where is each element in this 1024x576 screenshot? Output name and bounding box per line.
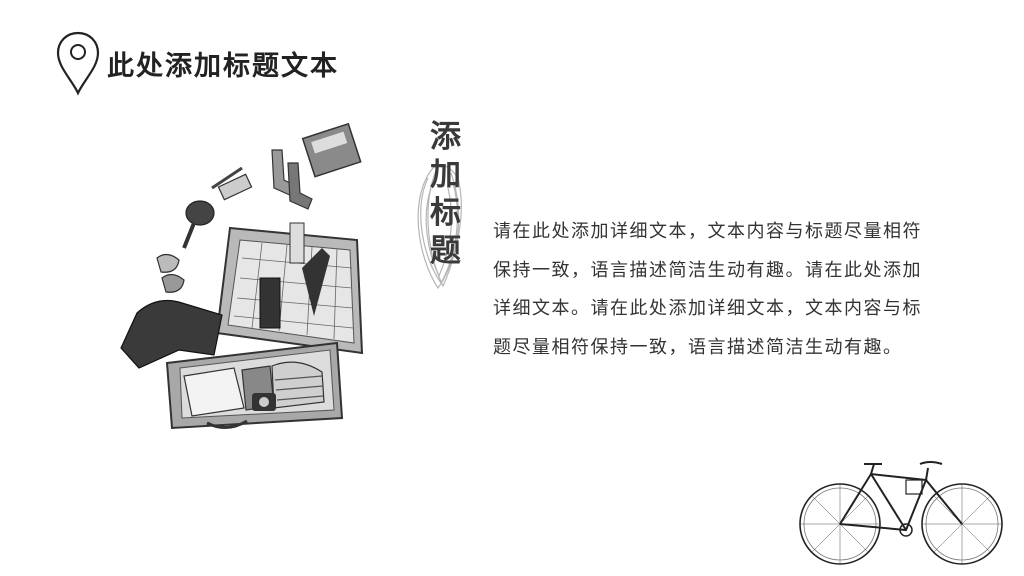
page-title: 此处添加标题文本 — [107, 50, 339, 82]
side-title-char: 加 — [430, 157, 461, 193]
suitcase-illustration — [112, 118, 382, 448]
side-title-char: 添 — [430, 119, 461, 155]
scribble-decoration — [417, 164, 462, 290]
side-title-char: 标 — [430, 195, 461, 231]
body-paragraph: 请在此处添加详细文本，文本内容与标题尽量相符保持一致，语言描述简洁生动有趣。请在… — [493, 221, 922, 358]
side-title: 添 加 标 题 — [417, 118, 473, 308]
header: 此处添加标题文本 — [55, 28, 339, 98]
side-title-char: 题 — [430, 233, 461, 269]
bicycle-illustration — [799, 461, 1003, 565]
location-pin-icon — [56, 31, 100, 96]
